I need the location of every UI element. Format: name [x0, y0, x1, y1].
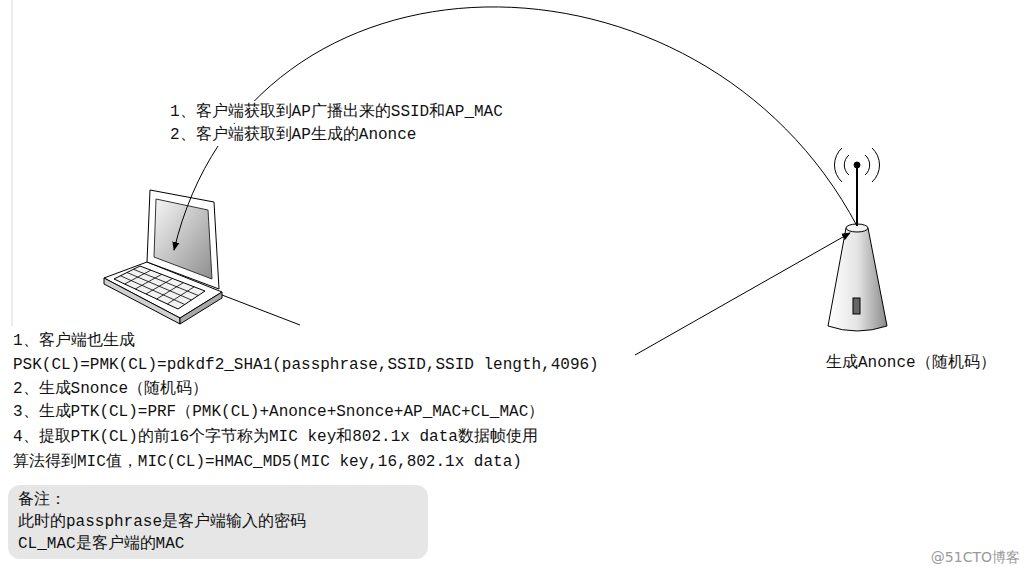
step-text: 1、客户端也生成 PSK(CL)=PMK(CL)=pdkdf2_SHA1(pas…	[13, 329, 601, 377]
step-text: 2、客户端获取到AP生成的Anonce	[168, 124, 418, 146]
send-line	[635, 233, 850, 355]
step-text: 2、生成Snonce（随机码）	[13, 378, 208, 400]
access-point-icon	[828, 148, 887, 331]
step-text: 3、生成PTK(CL)=PRF（PMK(CL)+Anonce+Snonce+AP…	[13, 401, 544, 423]
note-line: CL_MAC是客户端的MAC	[18, 533, 418, 555]
ap-caption: 生成Anonce（随机码）	[826, 352, 996, 374]
note-heading: 备注：	[18, 489, 418, 511]
step-text: 1、客户端获取到AP广播出来的SSID和AP_MAC	[168, 101, 505, 123]
laptop-icon	[104, 190, 300, 325]
watermark: @51CTO博客	[931, 546, 1020, 568]
note-box: 备注：此时的passphrase是客户端输入的密码CL_MAC是客户端的MAC	[8, 485, 428, 559]
note-line: 此时的passphrase是客户端输入的密码	[18, 511, 418, 533]
margin-line	[12, 0, 13, 326]
step-text: 4、提取PTK(CL)的前16个字节称为MIC key和802.1x data数…	[13, 425, 551, 475]
